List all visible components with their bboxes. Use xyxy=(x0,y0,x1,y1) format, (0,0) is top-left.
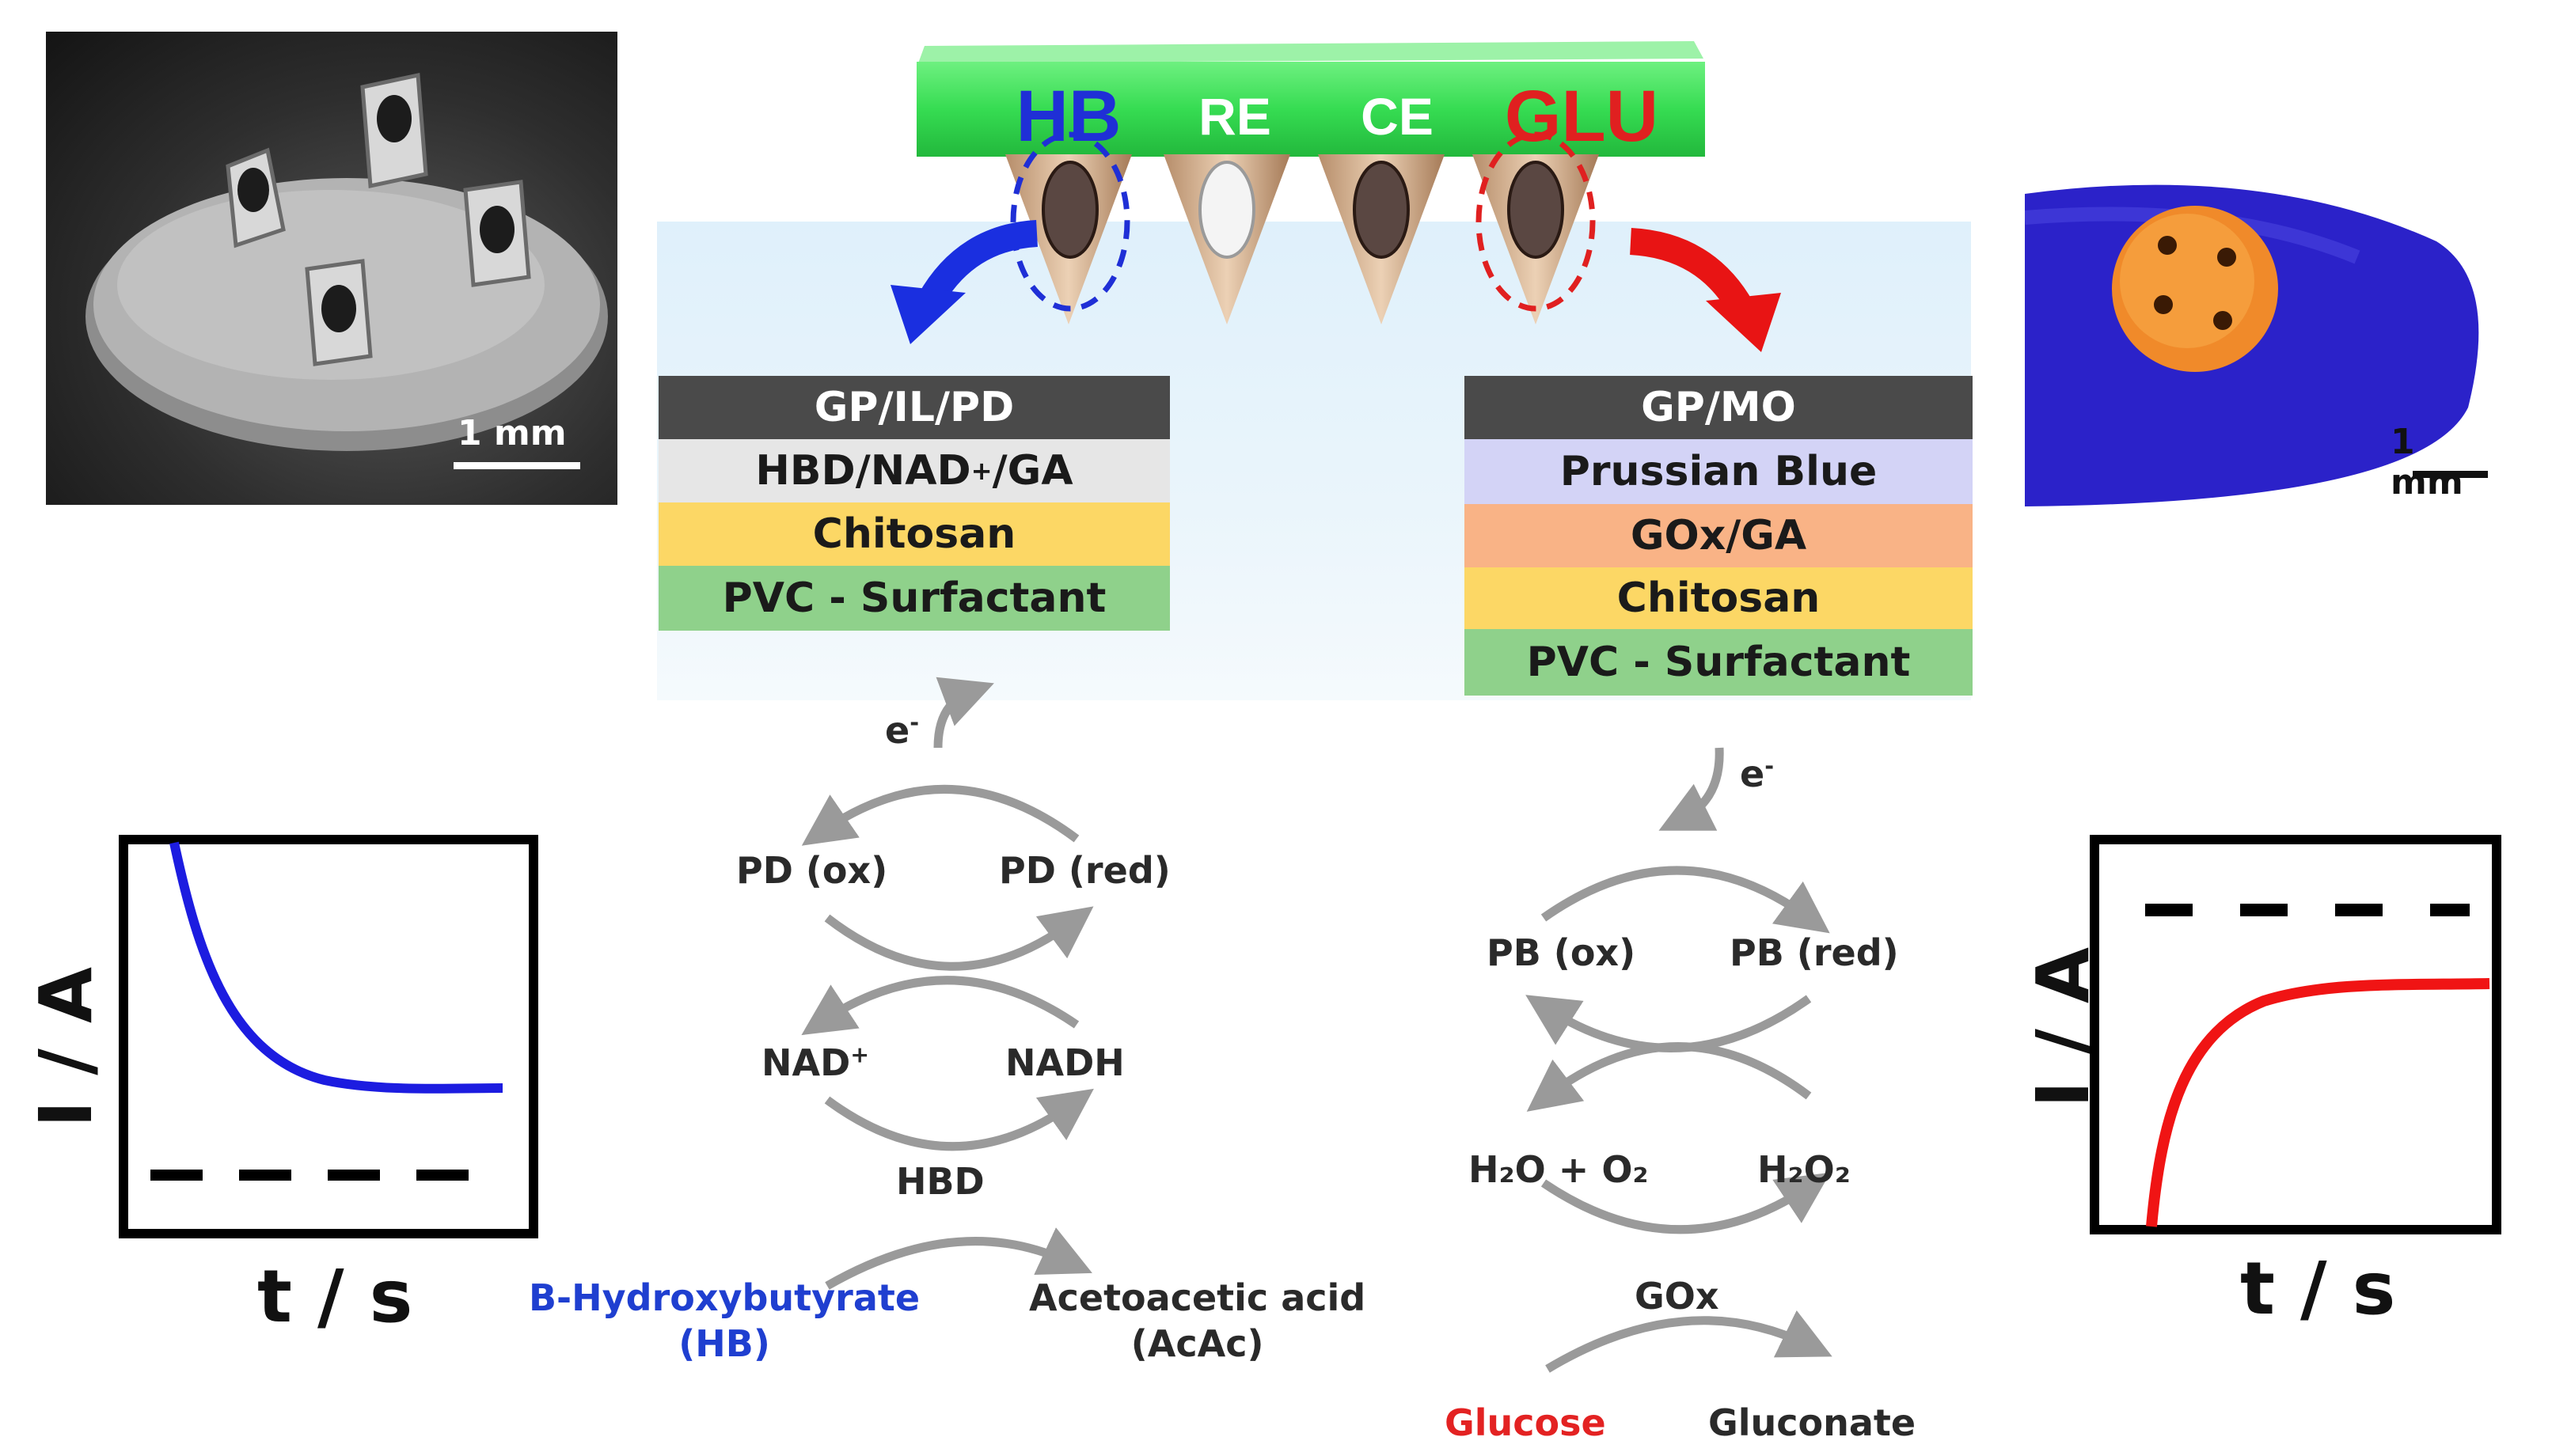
hb-layer-chitosan: Chitosan xyxy=(659,502,1170,566)
hb-layer-hbd-nad-ga: HBD/NAD+/GA xyxy=(659,439,1170,502)
sem-micrograph: 1 mm xyxy=(46,32,617,505)
nad-label: NAD+ xyxy=(761,1041,870,1084)
glu-highlight xyxy=(1475,131,1596,312)
glucose-substrate-label: Glucose xyxy=(1445,1401,1606,1444)
left-current-plot xyxy=(119,835,538,1238)
glu-layer-prussian-blue: Prussian Blue xyxy=(1464,439,1973,504)
re-electrode-label: RE xyxy=(1198,87,1271,146)
glu-layer-chitosan: Chitosan xyxy=(1464,567,1973,629)
glu-layer-pvc-surfactant: PVC - Surfactant xyxy=(1464,629,1973,696)
pb-ox-label: PB (ox) xyxy=(1487,931,1636,974)
blue-curved-arrow xyxy=(891,220,1039,344)
glu-layer-gp-mo: GP/MO xyxy=(1464,376,1973,439)
left-plot-ylabel: I / A xyxy=(24,966,109,1128)
h2o2-label: H₂O₂ xyxy=(1757,1148,1851,1191)
hb-highlight xyxy=(1010,131,1130,312)
photo-drawing xyxy=(2025,184,2479,506)
sem-scale-bar xyxy=(454,462,580,469)
glu-layer-gox-ga: GOx/GA xyxy=(1464,504,1973,567)
pd-red-label: PD (red) xyxy=(999,849,1171,892)
hb-substrate-label: B-Hydroxybutyrate(HB) xyxy=(529,1276,921,1365)
pd-ox-label: PD (ox) xyxy=(736,849,888,892)
hb-layer-gp-il-pd: GP/IL/PD xyxy=(659,376,1170,439)
hb-electron-label: e- xyxy=(885,709,920,752)
sem-device-drawing xyxy=(85,72,608,451)
nadh-label: NADH xyxy=(1005,1041,1125,1084)
left-plot-xlabel: t / s xyxy=(257,1254,413,1339)
acac-product-label: Acetoacetic acid(AcAc) xyxy=(1029,1276,1366,1365)
red-curved-arrow xyxy=(1629,228,1781,352)
hb-layer-pvc-surfactant: PVC - Surfactant xyxy=(659,566,1170,631)
electrode-array: HB RE CE GLU xyxy=(917,41,1705,324)
device-photo: 1 mm xyxy=(2025,170,2492,506)
gox-enzyme-label: GOx xyxy=(1635,1275,1719,1318)
hbd-enzyme-label: HBD xyxy=(896,1160,985,1203)
pb-red-label: PB (red) xyxy=(1730,931,1899,974)
right-current-plot xyxy=(2090,835,2501,1234)
right-signal-trace xyxy=(2146,978,2490,1227)
sem-scale-label: 1 mm xyxy=(458,413,567,453)
photo-scale-label: 1 mm xyxy=(2391,422,2463,502)
h2o-o2-label: H₂O + O₂ xyxy=(1468,1148,1649,1191)
photo-scale-bar xyxy=(2413,471,2488,478)
glu-electron-label: e- xyxy=(1740,753,1775,795)
left-signal-trace xyxy=(169,841,503,1094)
hb-electrode-label: HB xyxy=(1016,76,1122,157)
gluconate-product-label: Gluconate xyxy=(1708,1401,1916,1444)
right-plot-xlabel: t / s xyxy=(2240,1246,2396,1331)
ce-electrode-label: CE xyxy=(1361,87,1434,146)
glu-electrode-label: GLU xyxy=(1505,76,1658,157)
